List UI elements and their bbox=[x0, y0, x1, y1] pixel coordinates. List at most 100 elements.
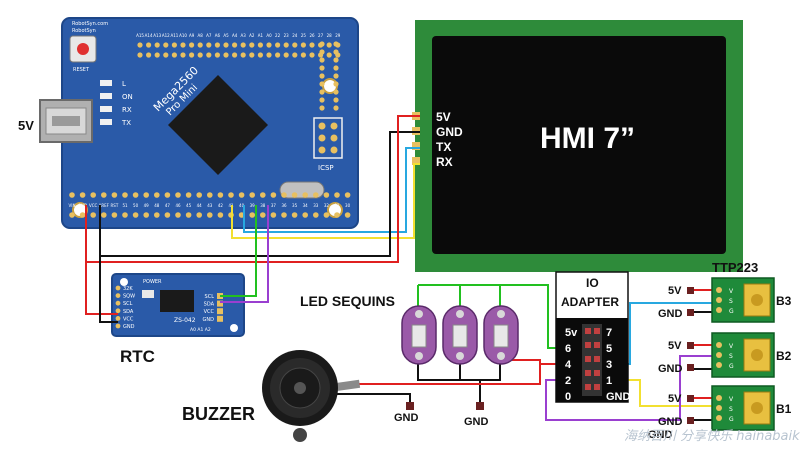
io-left-pin-label: 4 bbox=[565, 359, 572, 371]
top-pin-dot bbox=[300, 52, 306, 58]
bottom-pin-dot bbox=[344, 212, 351, 218]
top-pin-dot bbox=[146, 52, 152, 58]
right-pin-dot bbox=[319, 49, 325, 55]
top-pin-dot bbox=[326, 52, 332, 58]
rtc-right-pin-label: GND bbox=[203, 317, 215, 323]
io-right-pin-label: 7 bbox=[606, 327, 612, 339]
io-right-pin-label: 3 bbox=[606, 359, 612, 371]
gnd-label-adapter: GND bbox=[648, 429, 673, 441]
ttp223-pin-dot bbox=[716, 405, 722, 411]
io-title-line2: ADAPTER bbox=[561, 295, 619, 309]
bottom-pin-dot bbox=[260, 192, 266, 198]
right-pin-dot bbox=[333, 41, 339, 47]
bottom-pin-dot bbox=[207, 192, 213, 198]
top-pin-dot bbox=[249, 42, 255, 48]
ttp223-vcc-label: 5V bbox=[668, 285, 682, 297]
watermark: 海纳百川 分享快乐 hainabaike.com bbox=[624, 428, 800, 444]
bottom-pin-label: 42 bbox=[218, 203, 224, 208]
bottom-pin-dot bbox=[175, 192, 181, 198]
top-pin-dot bbox=[232, 52, 238, 58]
bottom-pin-dot bbox=[143, 212, 149, 218]
bottom-pin-label: 31 bbox=[334, 203, 340, 208]
io-header-hole bbox=[585, 328, 591, 334]
rtc-left-pin-dot bbox=[115, 308, 121, 314]
top-pin-dot bbox=[180, 42, 186, 48]
rtc-left-pin-label: VCC bbox=[123, 316, 134, 322]
bottom-pin-label: 34 bbox=[303, 203, 309, 208]
bottom-pin-label: 48 bbox=[154, 203, 160, 208]
bottom-pin-label: 45 bbox=[186, 203, 192, 208]
top-pin-dot bbox=[206, 42, 212, 48]
bottom-pin-dot bbox=[228, 192, 234, 198]
bottom-pin-dot bbox=[217, 192, 224, 198]
usb-connector bbox=[39, 99, 93, 143]
bottom-pin-dot bbox=[122, 192, 128, 198]
top-pin-label: 24 bbox=[292, 33, 298, 38]
top-pin-dot bbox=[326, 42, 332, 48]
bottom-pin-dot bbox=[164, 212, 171, 218]
hmi-pin-rx: RX bbox=[436, 155, 453, 169]
bottom-pin-dot bbox=[154, 192, 160, 198]
bottom-pin-dot bbox=[69, 192, 75, 198]
top-pin-dot bbox=[171, 42, 177, 48]
bottom-pin-dot bbox=[270, 192, 277, 198]
top-pin-dot bbox=[309, 52, 315, 58]
top-pin-dot bbox=[300, 42, 306, 48]
top-pin-label: 25 bbox=[301, 33, 307, 38]
ttp223-pin-dot bbox=[716, 342, 722, 348]
top-pin-dot bbox=[275, 42, 281, 48]
top-pin-dot bbox=[292, 52, 298, 58]
right-pin-dot bbox=[333, 65, 339, 71]
bottom-pin-dot bbox=[281, 212, 287, 218]
bottom-pin-dot bbox=[291, 192, 298, 198]
bottom-pin-dot bbox=[238, 192, 245, 198]
ttp223-vcc-label: 5V bbox=[668, 393, 682, 405]
ttp223-chip-letter: S bbox=[729, 298, 733, 305]
top-pin-label: A3 bbox=[241, 33, 247, 38]
right-pin-dot bbox=[319, 41, 325, 47]
wire-sequin-data bbox=[418, 284, 562, 349]
rtc-left-pin-label: GND bbox=[123, 324, 135, 330]
bottom-pin-dot bbox=[185, 192, 192, 198]
ttp223-button-name: B1 bbox=[776, 402, 792, 416]
bottom-pin-dot bbox=[207, 212, 213, 218]
ttp223-pin-dot bbox=[716, 352, 722, 358]
top-pin-dot bbox=[283, 52, 289, 58]
bottom-pin-label: 39 bbox=[250, 203, 256, 208]
gnd-label-buzzer: GND bbox=[394, 412, 419, 424]
gnd-terminals: GND GND GND bbox=[394, 402, 673, 441]
top-pin-dot bbox=[197, 52, 203, 58]
top-pin-dot bbox=[137, 52, 143, 58]
bottom-pin-label: 32 bbox=[324, 203, 330, 208]
wire-rtc-scl bbox=[220, 205, 269, 303]
rtc-left-pin-label: SDA bbox=[123, 309, 134, 315]
top-pin-label: A14 bbox=[145, 33, 153, 38]
rtc-chip bbox=[160, 290, 194, 312]
io-header-hole bbox=[594, 328, 600, 334]
ttp223-button-name: B2 bbox=[776, 349, 792, 363]
led-label-l: L bbox=[122, 80, 126, 88]
top-pin-dot bbox=[240, 52, 246, 58]
top-pin-label: 28 bbox=[327, 33, 333, 38]
rtc-left-pin-label: SCL bbox=[123, 301, 133, 307]
wire-rtc-gnd bbox=[99, 256, 118, 323]
wire-hmi-5v bbox=[85, 115, 420, 263]
bottom-pin-dot bbox=[101, 212, 107, 218]
ttp223-chip-letter: V bbox=[729, 343, 734, 350]
ttp223-gnd-label: GND bbox=[658, 363, 683, 375]
bottom-pin-dot bbox=[132, 212, 139, 218]
ttp223-chip-letter: G bbox=[729, 308, 734, 315]
brand-line2: RobotSyn.com bbox=[72, 21, 108, 27]
top-pin-dot bbox=[154, 42, 160, 48]
wire-rtc-sda bbox=[220, 205, 257, 297]
io-left-pin-label: 6 bbox=[565, 343, 571, 355]
right-pin-dot bbox=[319, 73, 325, 79]
top-pin-dot bbox=[257, 42, 263, 48]
bottom-pin-dot bbox=[291, 212, 298, 218]
top-pin-label: A8 bbox=[198, 33, 204, 38]
io-header-hole bbox=[585, 370, 591, 376]
top-pin-label: 23 bbox=[284, 33, 290, 38]
bottom-pin-dot bbox=[270, 212, 277, 218]
right-pin-dot bbox=[333, 49, 339, 55]
